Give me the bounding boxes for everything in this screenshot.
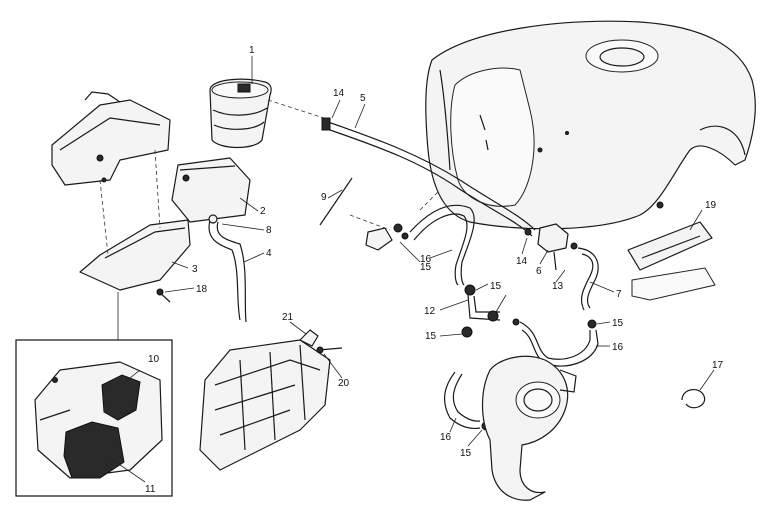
assembly-lines [99, 99, 441, 256]
callout-12: 12 [424, 306, 436, 317]
callout-11: 11 [145, 484, 156, 495]
callout-8: 8 [266, 225, 272, 236]
callout-2: 2 [260, 206, 266, 217]
callout-16a: 16 [420, 254, 432, 265]
callout-labels: 1 2 3 4 5 6 7 8 9 10 11 12 13 14 14 15 1… [145, 45, 724, 495]
filter-canister [209, 78, 272, 149]
callout-5: 5 [360, 93, 366, 104]
callout-3: 3 [192, 264, 198, 275]
hose-4 [208, 214, 247, 323]
callout-10: 10 [148, 354, 160, 365]
screw [156, 288, 171, 303]
callout-20: 20 [338, 378, 350, 389]
rod [319, 177, 353, 226]
callout-15e: 15 [460, 448, 472, 459]
callout-1: 1 [249, 45, 255, 56]
callout-17: 17 [712, 360, 724, 371]
cover-plate [627, 221, 716, 301]
callout-19: 19 [705, 200, 717, 211]
callout-9: 9 [321, 192, 327, 203]
callout-6: 6 [536, 266, 542, 277]
callout-15c: 15 [425, 331, 437, 342]
upper-mount-frame [51, 91, 171, 186]
callout-21: 21 [282, 312, 294, 323]
callout-7: 7 [616, 289, 622, 300]
valve-cluster [365, 223, 409, 251]
engine-block [199, 339, 331, 471]
callout-13: 13 [552, 281, 564, 292]
callout-16b: 16 [612, 342, 624, 353]
hose-clip [681, 389, 706, 409]
callout-4: 4 [266, 248, 272, 259]
callout-14b: 14 [516, 256, 528, 267]
inset-detail [15, 292, 173, 497]
check-valve [524, 223, 578, 271]
callout-15d: 15 [612, 318, 624, 329]
callout-15a: 15 [420, 262, 432, 273]
callout-14a: 14 [333, 88, 345, 99]
throttle-body [481, 355, 577, 501]
fuel-tank [425, 20, 756, 230]
hose-5 [321, 117, 536, 237]
callout-15b: 15 [490, 281, 502, 292]
hose-7 [577, 247, 599, 311]
hose-16-upper [409, 204, 475, 286]
leader-lines [109, 56, 715, 483]
t-connector [461, 284, 520, 338]
callout-16c: 16 [440, 432, 452, 443]
callout-18: 18 [196, 284, 208, 295]
sensor [299, 329, 343, 354]
lower-plate [79, 219, 191, 291]
canister-bracket [171, 157, 251, 223]
